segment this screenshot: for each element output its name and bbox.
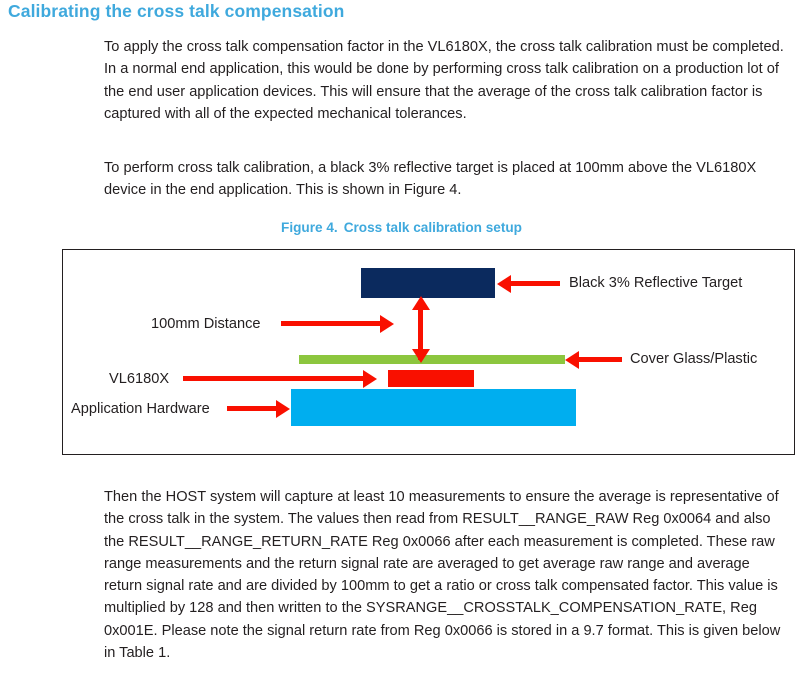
distance-arrow-head-down-icon	[411, 349, 430, 363]
paragraph-intro: To apply the cross talk compensation fac…	[104, 36, 788, 125]
figure-label-distance: 100mm Distance	[151, 316, 261, 332]
paragraph-procedure: Then the HOST system will capture at lea…	[104, 486, 788, 664]
reflective-target-block	[361, 268, 495, 298]
page-title: Calibrating the cross talk compensation	[8, 1, 345, 21]
cover-glass-block	[299, 355, 565, 364]
figure-label-cover: Cover Glass/Plastic	[630, 351, 758, 367]
figure-label-target: Black 3% Reflective Target	[569, 275, 743, 291]
paragraph-text: To apply the cross talk compensation fac…	[104, 39, 784, 122]
distance-arrow-shaft	[418, 305, 423, 360]
sensor-label-arrow-head-icon	[363, 369, 377, 388]
vl6180x-sensor-block	[388, 370, 474, 387]
cover-label-arrow-head-icon	[565, 350, 579, 369]
application-hardware-block	[291, 389, 576, 426]
figure-diagram: Black 3% Reflective Target 100mm Distanc…	[62, 249, 795, 455]
figure-caption-number: Figure 4.	[281, 220, 338, 235]
hardware-label-arrow-head-icon	[276, 399, 290, 418]
target-label-arrow-head-icon	[497, 274, 511, 293]
sensor-label-arrow-shaft	[183, 376, 364, 381]
target-label-arrow-shaft	[510, 281, 560, 286]
paragraph-text: To perform cross talk calibration, a bla…	[104, 160, 757, 199]
distance-label-arrow-head-icon	[380, 314, 394, 333]
paragraph-setup: To perform cross talk calibration, a bla…	[104, 157, 788, 202]
figure-label-hardware: Application Hardware	[71, 401, 210, 417]
figure-caption-title: Cross talk calibration setup	[343, 220, 522, 235]
paragraph-text: Then the HOST system will capture at lea…	[104, 489, 781, 662]
cover-label-arrow-shaft	[578, 357, 622, 362]
distance-label-arrow-shaft	[281, 321, 381, 326]
hardware-label-arrow-shaft	[227, 406, 277, 411]
figure-label-sensor: VL6180X	[109, 371, 170, 387]
distance-arrow-head-up-icon	[411, 296, 430, 310]
figure-caption: Figure 4. Cross talk calibration setup	[0, 220, 803, 235]
